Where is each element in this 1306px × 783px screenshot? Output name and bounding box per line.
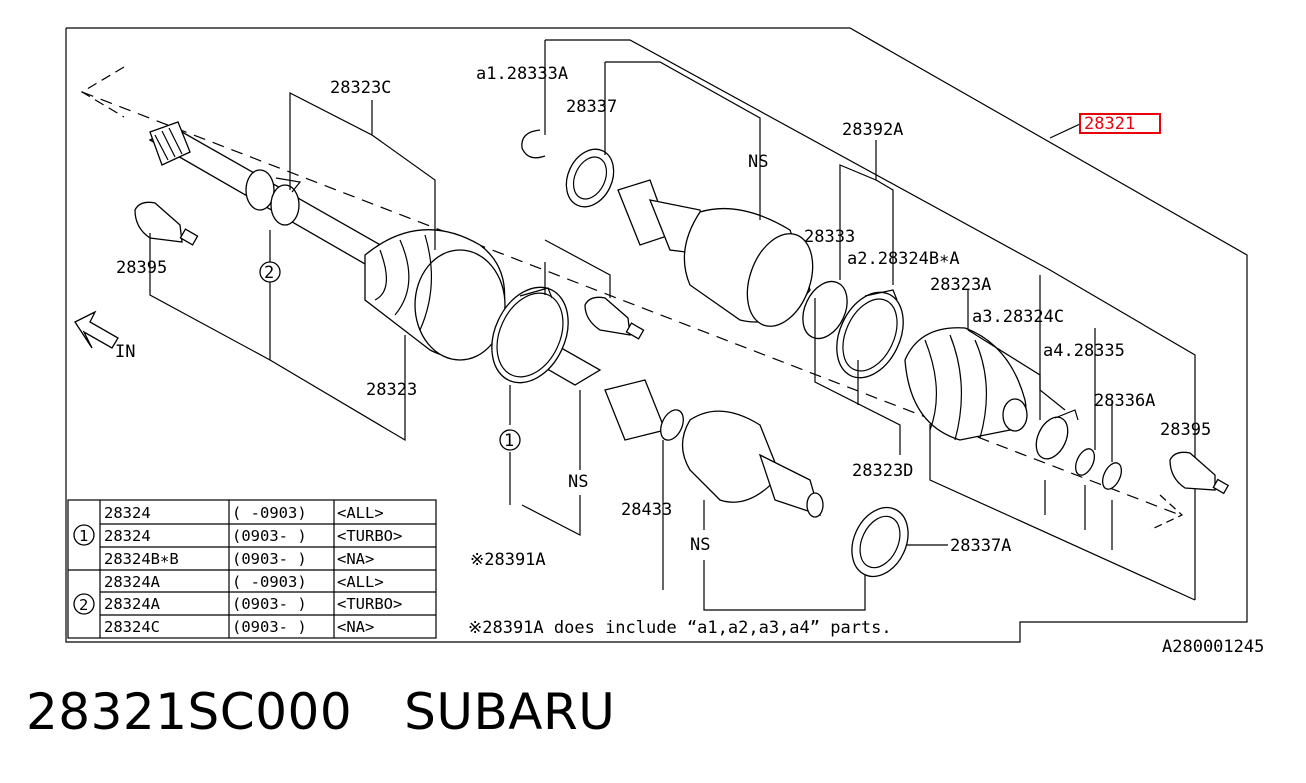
ring-28336A [1101, 462, 1123, 490]
ring-28333 [802, 280, 848, 340]
table-row-2-period: (0903- ) [232, 527, 307, 545]
diagram-frame [65, 27, 1248, 643]
table-row-5-part: 28324A [104, 595, 161, 613]
main-part-leader [1049, 123, 1081, 139]
snap-ring-a1 [521, 129, 546, 159]
callout-28323D[interactable]: 28323D [852, 461, 913, 481]
main-part-highlight [1079, 113, 1161, 134]
callout-28433[interactable]: 28433 [621, 500, 672, 520]
table-group-1-marker: 1 [73, 524, 95, 546]
table-row-4-period: ( -0903) [232, 573, 307, 591]
assembly-bracket [545, 39, 1196, 600]
band-a2 [836, 289, 904, 379]
in-label: IN [115, 342, 135, 362]
ring-a4 [1074, 448, 1096, 476]
shaft-damper [245, 169, 302, 226]
table-row-4-part: 28324A [104, 573, 161, 591]
ring-28337 [565, 148, 615, 208]
grease-tube-mid [584, 296, 645, 340]
table-row-3-spec: <NA> [337, 550, 374, 568]
callout-28323C[interactable]: 28323C [330, 78, 391, 98]
grease-tube-left [134, 201, 199, 246]
circle-2-marker: 2 [259, 261, 281, 283]
grease-tube-right [1169, 451, 1230, 495]
axis-line [81, 91, 1181, 516]
callout-28323A[interactable]: 28323A [930, 275, 991, 295]
table-group-2-marker: 2 [73, 593, 95, 615]
callout-a1[interactable]: a1.28333A [476, 64, 568, 84]
callout-ns-mid[interactable]: NS [568, 472, 588, 492]
table-row-5-spec: <TURBO> [337, 595, 402, 613]
table-row-6-period: (0903- ) [232, 618, 307, 636]
in-arrow-icon [74, 310, 119, 349]
svg-text:1: 1 [504, 431, 514, 451]
svg-text:2: 2 [264, 263, 274, 283]
callout-ns-low[interactable]: NS [690, 535, 710, 555]
callout-28392A[interactable]: 28392A [842, 120, 903, 140]
axis-left-end [80, 66, 125, 118]
table-row-6-part: 28324C [104, 618, 160, 636]
table-row-1-spec: <ALL> [337, 504, 384, 522]
table-row-5-period: (0903- ) [232, 595, 307, 613]
callout-28333[interactable]: 28333 [804, 227, 855, 247]
table-row-3-period: (0903- ) [232, 550, 307, 568]
brand-name: SUBARU [404, 683, 616, 741]
outer-boot [904, 327, 1028, 441]
diagram-note: ※28391A does include “a1,a2,a3,a4” parts… [468, 618, 892, 638]
parts-diagram: 2 1 28321 28323C a1.28333A 28337 NS 2839… [65, 27, 1264, 657]
table-row-1-period: ( -0903) [232, 504, 307, 522]
variant-table: 1 2 28324 ( -0903) <ALL> 28324 (0903- ) … [67, 499, 437, 639]
callout-a2[interactable]: a2.28324B∗A [847, 249, 960, 269]
callout-28336A[interactable]: 28336A [1094, 391, 1155, 411]
band-a3 [1035, 409, 1079, 460]
table-row-6-spec: <NA> [337, 618, 374, 636]
inner-boot [364, 229, 506, 361]
callout-a4[interactable]: a4.28335 [1043, 341, 1125, 361]
ring-28337A [851, 506, 909, 578]
boot-band [491, 286, 569, 384]
inner-joint [604, 379, 824, 518]
svg-text:1: 1 [79, 527, 88, 545]
callout-28323[interactable]: 28323 [366, 380, 417, 400]
callout-a3[interactable]: a3.28324C [972, 307, 1064, 327]
part-footer: 28321SC000 SUBARU [26, 683, 615, 753]
callout-28337[interactable]: 28337 [566, 97, 617, 117]
axis-right-end [1149, 494, 1184, 531]
svg-text:2: 2 [79, 596, 88, 614]
table-row-2-spec: <TURBO> [337, 527, 402, 545]
reference-code: A280001245 [1162, 637, 1264, 657]
callout-28395-left[interactable]: 28395 [116, 258, 167, 278]
table-row-2-part: 28324 [104, 527, 151, 545]
callout-ns-top[interactable]: NS [748, 152, 768, 172]
callout-28391A[interactable]: ※28391A [470, 550, 546, 570]
leader-lines [149, 40, 1196, 611]
part-number: 28321SC000 [26, 683, 353, 741]
table-row-4-spec: <ALL> [337, 573, 384, 591]
table-row-1-part: 28324 [104, 504, 151, 522]
main-part-label[interactable]: 28321 [1084, 114, 1135, 134]
table-row-3-part: 28324B∗B [104, 550, 179, 568]
circle-1-marker: 1 [499, 429, 521, 451]
callout-28337A[interactable]: 28337A [950, 536, 1011, 556]
outer-joint [617, 179, 814, 327]
callout-28395-right[interactable]: 28395 [1160, 420, 1211, 440]
